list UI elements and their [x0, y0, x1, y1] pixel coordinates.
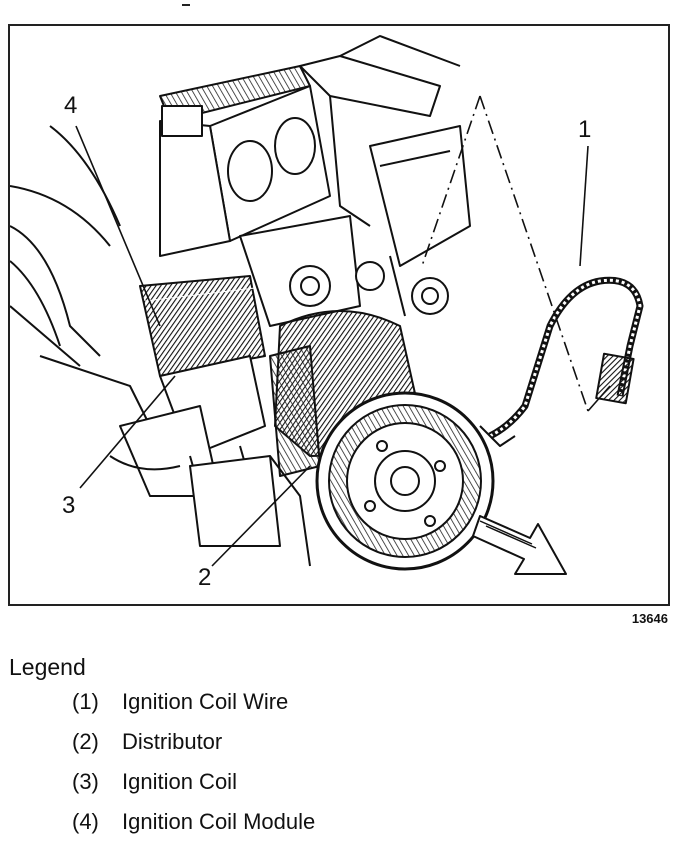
figure-number: 13646 — [631, 611, 668, 626]
engine-illustration: 1 2 3 4 — [8, 24, 670, 606]
legend-item: (2) Distributor — [72, 729, 315, 769]
legend-item-number: (4) — [72, 809, 99, 834]
legend-item: (4) Ignition Coil Module — [72, 809, 315, 849]
legend-item-label: Ignition Coil Module — [122, 809, 316, 834]
legend-item-label: Ignition Coil — [122, 769, 237, 794]
legend-item-number: (3) — [72, 769, 99, 794]
legend-item: (1) Ignition Coil Wire — [72, 689, 315, 729]
engine-line-drawing — [10, 35, 644, 575]
legend-item: (3) Ignition Coil — [72, 769, 315, 809]
scan-mark — [182, 4, 190, 6]
callout-1: 1 — [578, 116, 592, 143]
callout-4: 4 — [64, 92, 78, 119]
callout-3: 3 — [62, 492, 76, 519]
legend-title: Legend — [9, 654, 86, 680]
legend-item-label: Distributor — [122, 729, 223, 754]
legend-item-label: Ignition Coil Wire — [122, 689, 289, 714]
legend-list: (1) Ignition Coil Wire (2) Distributor (3)… — [72, 689, 315, 849]
legend-item-number: (1) — [72, 689, 99, 714]
callout-2: 2 — [198, 564, 212, 591]
legend-item-number: (2) — [72, 729, 99, 754]
